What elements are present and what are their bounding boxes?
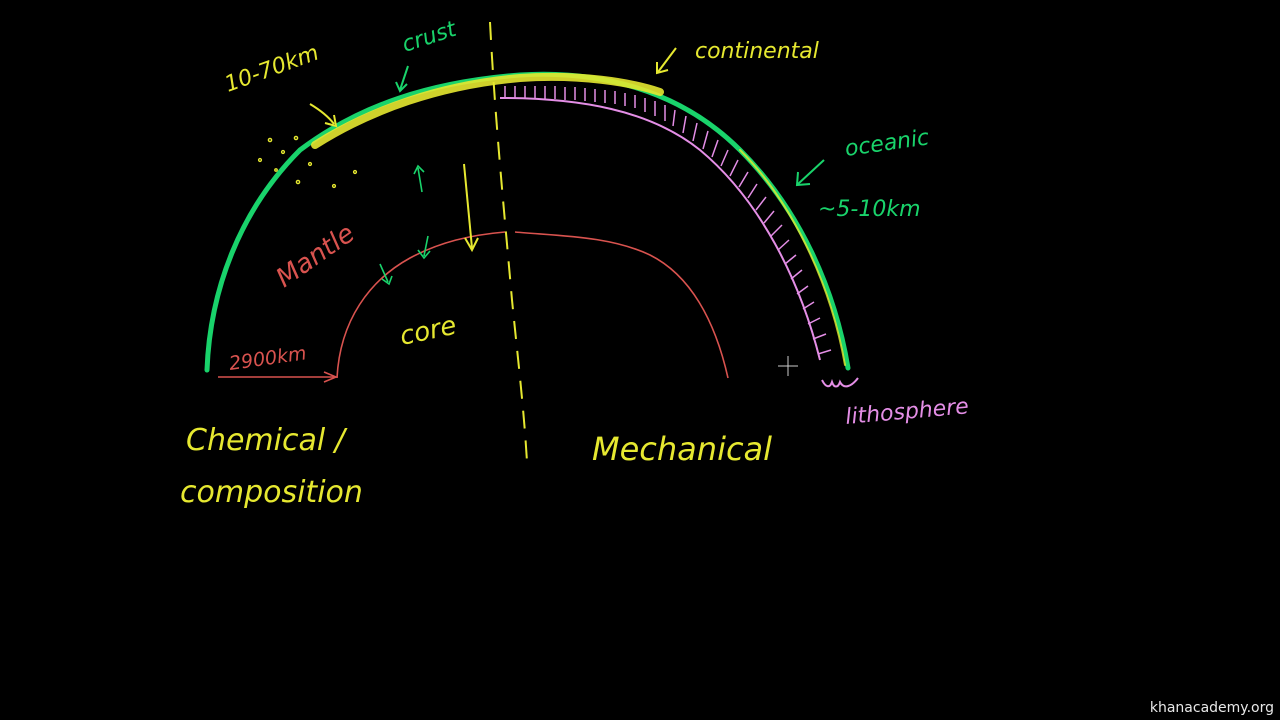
- crust-thickness-arrowhead: [324, 114, 338, 128]
- crust-thickness-arrow: [309, 103, 335, 125]
- continental-arrowhead: [656, 62, 669, 75]
- lithosphere-inner-edge: [499, 97, 821, 361]
- convection-arrow-up-head: [413, 164, 425, 175]
- core-boundary-right: [514, 231, 729, 379]
- convection-arrow-down-1: [423, 235, 429, 257]
- oceanic-arrowhead: [795, 171, 811, 187]
- oceanic-label: oceanic: [843, 125, 930, 162]
- core-depth-arrowhead: [323, 371, 339, 383]
- convection-arrow-down-1-head: [417, 249, 431, 260]
- lithosphere-hatching: [504, 86, 832, 355]
- lithosphere-squiggle: [821, 377, 859, 388]
- chemical-label-line2: composition: [180, 475, 363, 510]
- crust-thickness-label: 10-70km: [222, 41, 323, 98]
- mechanical-label: Mechanical: [592, 430, 772, 468]
- continental-label: continental: [695, 39, 819, 64]
- convection-arrow-up: [417, 167, 423, 193]
- core-boundary-left: [336, 231, 506, 379]
- continental-crust-highlight: [311, 72, 664, 149]
- oceanic-thickness-label: ~5-10km: [818, 197, 921, 222]
- chemical-label-line1: Chemical /: [186, 423, 348, 458]
- watermark: khanacademy.org: [1149, 700, 1274, 716]
- continental-arrow: [657, 47, 677, 73]
- oceanic-arrow: [797, 159, 825, 185]
- core-depth-label: 2900km: [228, 342, 308, 375]
- crust-arrowhead: [395, 81, 408, 93]
- continental-crust-highlight-right: [739, 149, 846, 366]
- mantle-label: Mantle: [271, 219, 361, 294]
- mantle-speckles: [257, 135, 358, 189]
- crosshair-cursor-icon: [778, 356, 798, 376]
- convection-arrow-down-2-head: [381, 275, 393, 286]
- outer-crust-arc: [204, 71, 851, 373]
- divider-dashed-line: [489, 21, 528, 463]
- crust-arrow: [399, 65, 409, 91]
- convection-arrow-down-2: [379, 263, 389, 283]
- lithosphere-label: lithosphere: [844, 394, 969, 430]
- core-label: core: [397, 311, 459, 352]
- mantle-depth-arrowhead: [464, 237, 479, 253]
- mantle-depth-arrow: [463, 163, 473, 249]
- crust-label: crust: [399, 16, 461, 57]
